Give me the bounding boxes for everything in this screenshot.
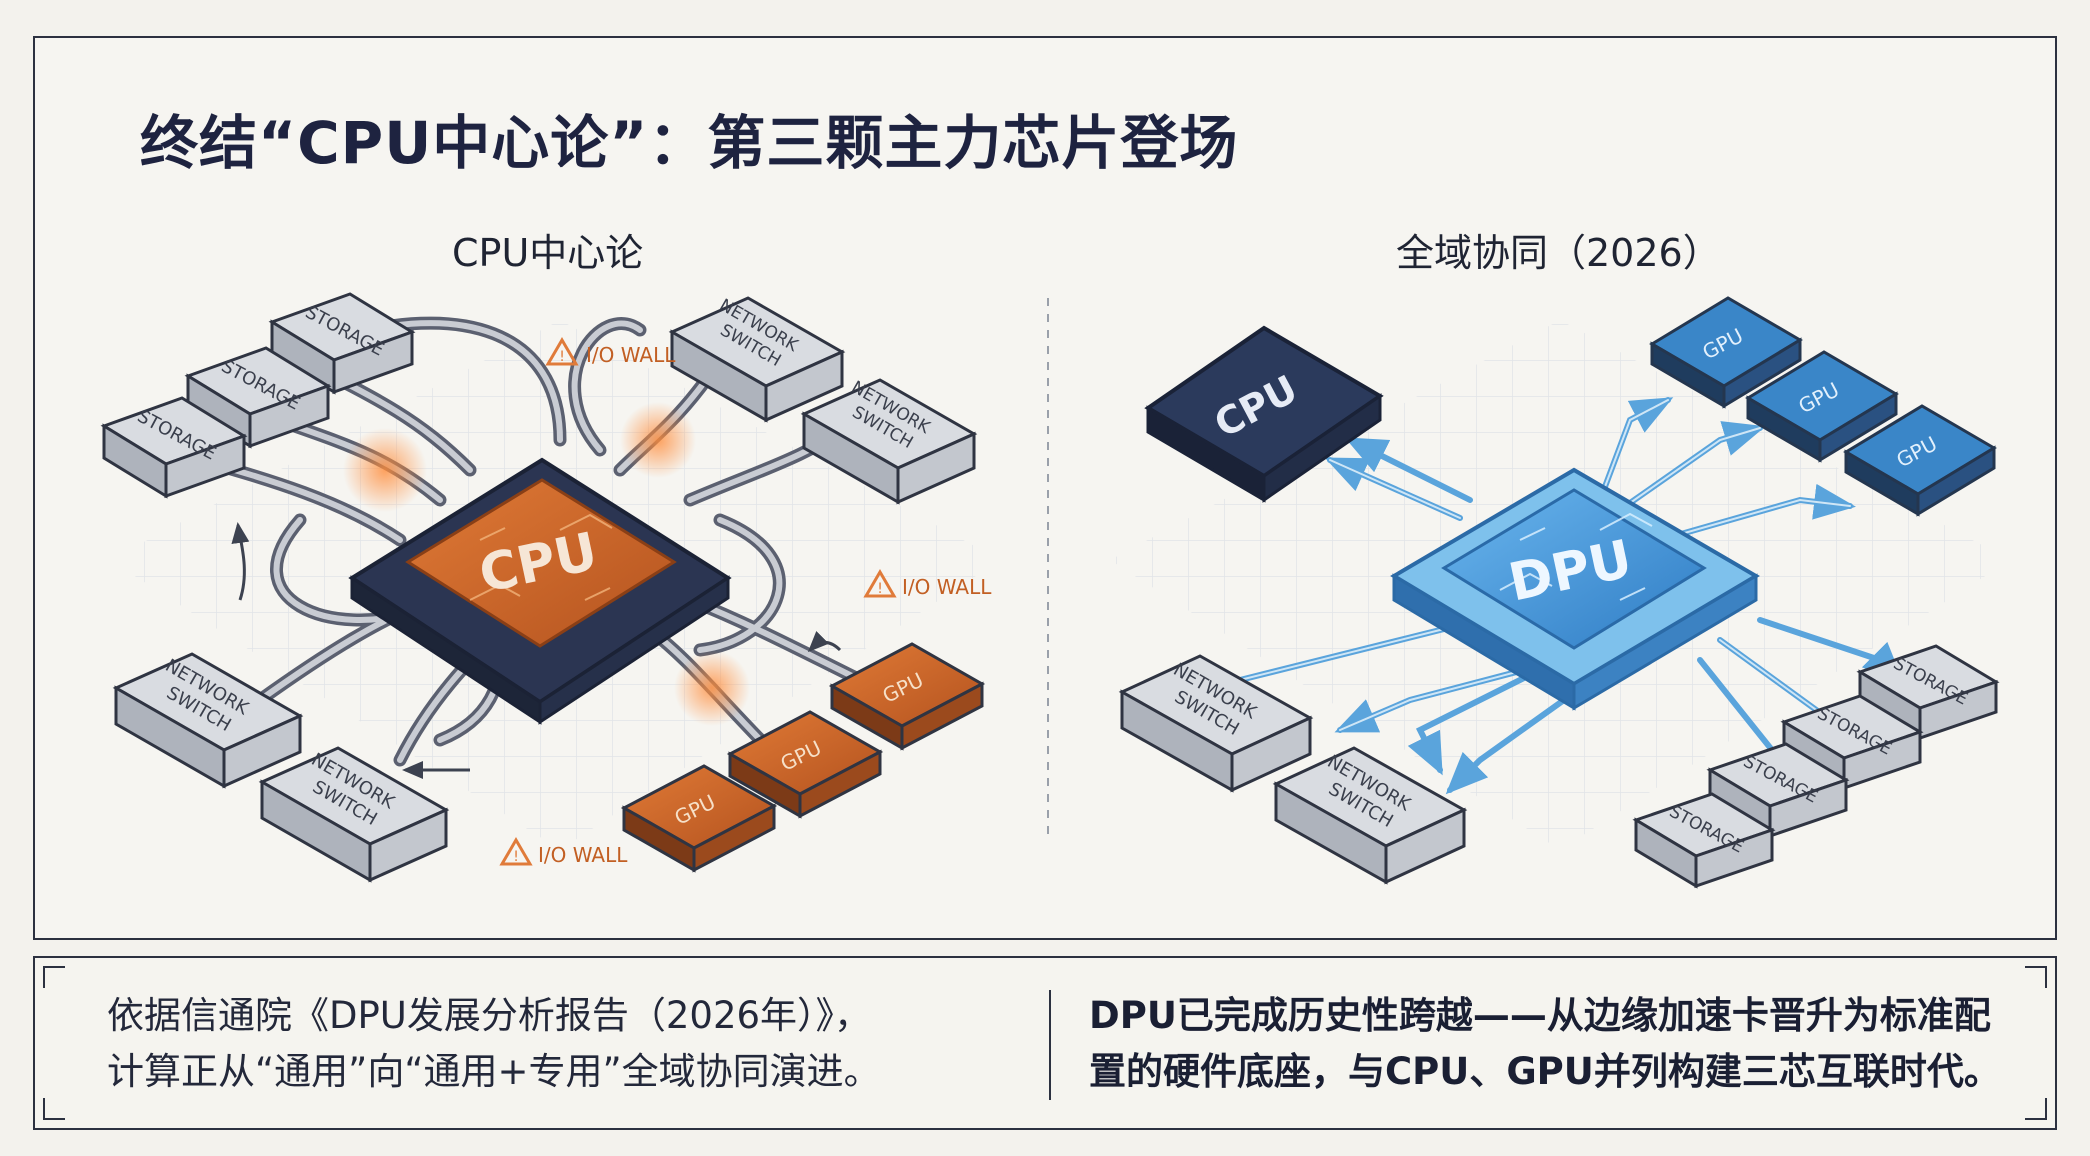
io-wall-warning-3: ! I/O WALL [499,837,628,867]
right-network-switch-1: NETWORK SWITCH [1118,654,1314,793]
corner-bracket [2025,1098,2047,1120]
right-storage-2: STORAGE [1780,694,1924,791]
footer-left-line-2: 计算正从“通用”向“通用+专用”全域协同演进。 [107,1050,881,1093]
right-gpu-chip-2: GPU [1745,350,1899,463]
left-network-switch-3: NETWORK SWITCH [112,652,304,789]
footer-conclusion-text: DPU已完成历史性跨越——从边缘加速卡晋升为标准配 置的硬件底座，与CPU、GP… [1089,988,2001,1100]
io-wall-label: I/O WALL [902,575,992,599]
right-dpu-chip: DPU [1390,467,1760,711]
heat-glow [620,402,696,478]
footer-panel: 依据信通院《DPU发展分析报告（2026年）》， 计算正从“通用”向“通用+专用… [33,956,2057,1130]
corner-bracket [2025,966,2047,988]
io-wall-warning-2: ! I/O WALL [863,569,992,599]
io-wall-warning-1: ! I/O WALL [545,337,676,367]
left-storage-2: STORAGE [184,346,332,449]
left-storage-1: STORAGE [268,292,416,395]
left-network-switch-4: NETWORK SWITCH [258,746,450,883]
left-gpu-chip-3: GPU [620,764,778,873]
footer-right-line-2: 置的硬件底座，与CPU、GPU并列构建三芯互联时代。 [1089,1050,2001,1093]
heat-glow [674,650,750,726]
comparison-diagram: STORAGE STORAGE STORAGE NETWORK SWITCH N… [100,292,2010,889]
left-cpu-chip: CPU [348,457,732,725]
right-gpu-chip-1: GPU [1649,296,1803,409]
io-wall-label: I/O WALL [586,343,676,367]
left-diagram-title: CPU中心论 [452,231,644,275]
corner-bracket [43,966,65,988]
right-storage-4: STORAGE [1632,792,1776,889]
svg-text:!: ! [513,849,519,865]
footer-left-line-1: 依据信通院《DPU发展分析报告（2026年）》， [107,994,872,1037]
right-gpu-chip-3: GPU [1843,404,1997,517]
left-gpu-chip-2: GPU [726,710,884,819]
footer-source-text: 依据信通院《DPU发展分析报告（2026年）》， 计算正从“通用”向“通用+专用… [107,988,881,1100]
right-cpu-chip: CPU [1144,325,1384,503]
left-gpu-chip-1: GPU [828,642,986,751]
main-title: 终结“CPU中心论”：第三颗主力芯片登场 [140,109,1239,177]
left-storage-3: STORAGE [100,396,248,499]
corner-bracket [43,1098,65,1120]
left-cable-arrows [231,522,842,779]
footer-right-line-1: DPU已完成历史性跨越——从边缘加速卡晋升为标准配 [1089,994,1991,1037]
svg-text:!: ! [559,349,565,365]
right-diagram-title: 全域协同（2026） [1396,231,1721,275]
right-storage-3: STORAGE [1706,742,1850,839]
left-network-switch-1: NETWORK SWITCH [668,295,846,423]
footer-divider [1049,990,1051,1100]
io-wall-label: I/O WALL [538,843,628,867]
svg-text:!: ! [877,581,883,597]
right-network-switch-2: NETWORK SWITCH [1272,746,1468,885]
heat-glow [343,428,427,512]
